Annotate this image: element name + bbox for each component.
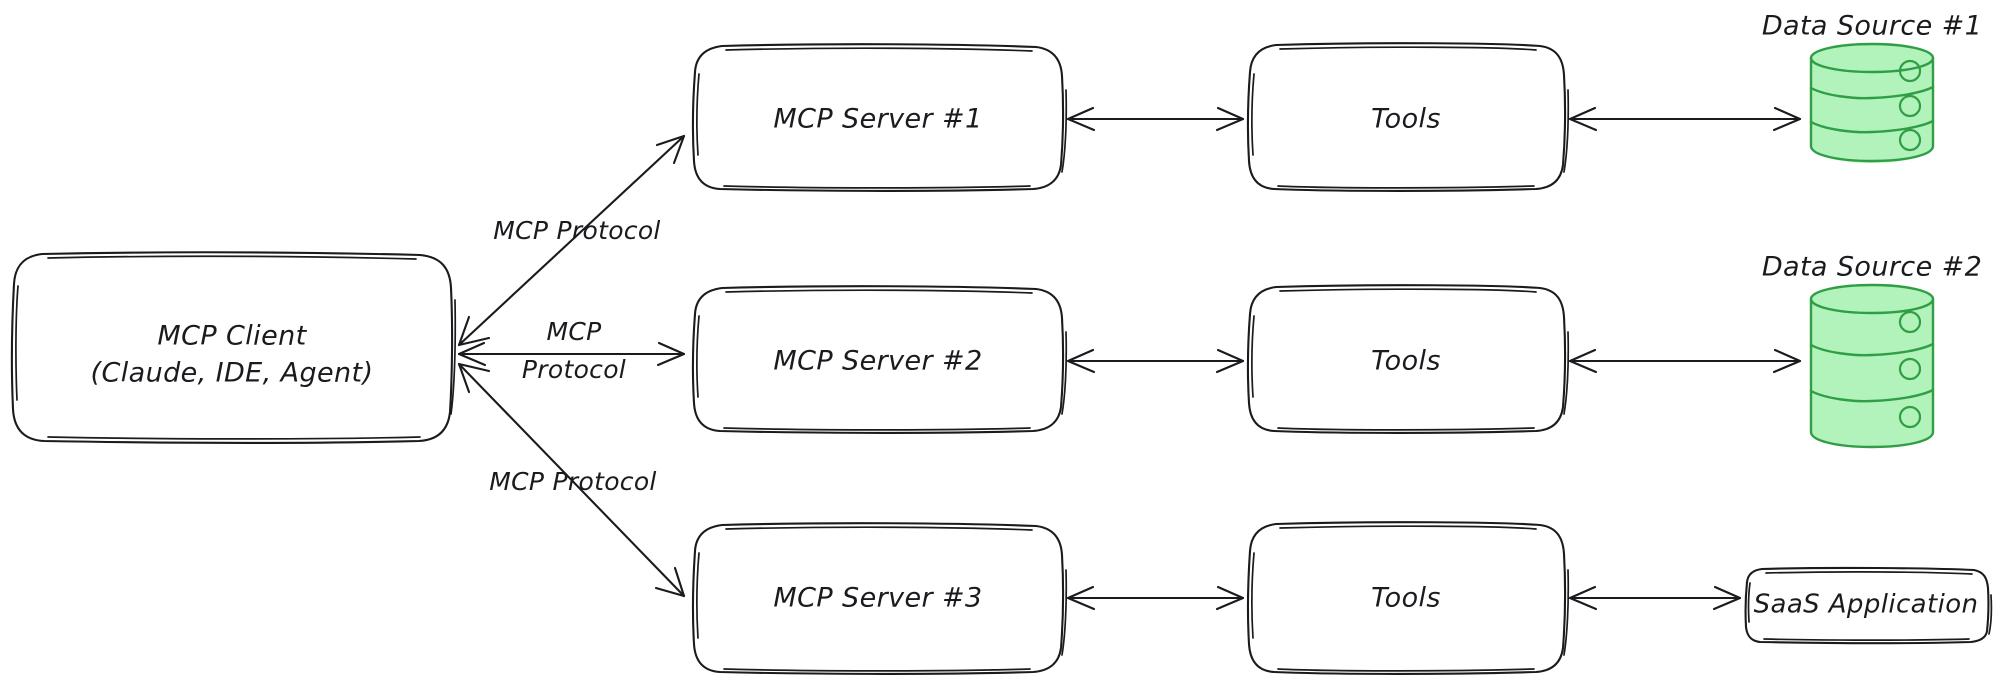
saas-application-shape-overstroke xyxy=(1747,571,1993,642)
data-source-1-outline-left xyxy=(1809,56,1935,163)
arrow-tools2-datasource2 xyxy=(1568,348,1802,374)
tools-1-shape xyxy=(1246,42,1567,192)
arrow-client-server2 xyxy=(457,341,686,367)
tools-3-shape-overstroke xyxy=(1251,525,1570,672)
arrow-tools1-datasource1 xyxy=(1568,106,1802,132)
data-source-2-dot-1 xyxy=(1898,310,1922,334)
mcp-client-shape xyxy=(10,251,454,444)
data-source-2-outline-side xyxy=(1809,297,1935,449)
tools-2-shape-overstroke xyxy=(1251,288,1570,431)
node-mcp-client[interactable]: MCP Client (Claude, IDE, Agent) xyxy=(10,251,457,444)
data-source-1-dot-2 xyxy=(1898,94,1922,118)
data-source-2-title: Data Source #2 xyxy=(1762,252,1982,283)
arrow-server3-tools3 xyxy=(1066,585,1245,611)
arrow-server2-tools2 xyxy=(1066,348,1245,374)
mcp-client-shape-overstroke xyxy=(15,255,457,440)
node-saas-application[interactable]: SaaS Application xyxy=(1744,566,1993,645)
saas-application-shape xyxy=(1744,566,1990,645)
saas-application-label: SaaS Application xyxy=(1754,590,1979,620)
node-tools-2[interactable]: Tools xyxy=(1246,284,1570,434)
node-tools-1[interactable]: Tools xyxy=(1246,42,1570,192)
arrow-client-server3 xyxy=(457,362,686,598)
node-tools-3[interactable]: Tools xyxy=(1246,521,1570,675)
edge-label-protocol-3: MCP Protocol xyxy=(489,467,656,496)
data-source-2-top xyxy=(1811,285,1933,313)
tools-1-label: Tools xyxy=(1371,104,1441,135)
tools-1-shape-overstroke xyxy=(1251,46,1570,189)
data-source-1-ring-1 xyxy=(1809,85,1935,100)
node-mcp-server-2[interactable]: MCP Server #2 xyxy=(691,285,1068,434)
mcp-server-1-shape-overstroke xyxy=(696,47,1068,189)
data-source-1-dot-3 xyxy=(1898,128,1922,152)
data-source-1-dot-1 xyxy=(1898,59,1922,83)
mcp-client-label-line1: MCP Client xyxy=(157,321,307,352)
tools-3-label: Tools xyxy=(1371,583,1441,614)
arrow-server1-tools1 xyxy=(1066,106,1245,132)
arrow-client-server1 xyxy=(457,134,686,347)
data-source-2-ring-2 xyxy=(1809,388,1935,403)
edge-label-protocol-1: MCP Protocol xyxy=(493,216,660,245)
edge-label-protocol-2-line2: Protocol xyxy=(522,355,626,384)
mcp-server-2-shape-overstroke xyxy=(696,289,1068,431)
node-data-source-2[interactable]: Data Source #2 xyxy=(1762,252,1982,449)
mcp-server-3-label: MCP Server #3 xyxy=(773,583,982,614)
edge-label-protocol-2-line1: MCP xyxy=(546,317,602,346)
mcp-server-1-shape xyxy=(691,43,1065,192)
mcp-server-1-label: MCP Server #1 xyxy=(773,104,982,135)
mcp-server-2-label: MCP Server #2 xyxy=(773,346,982,377)
data-source-1-ring-2 xyxy=(1809,119,1935,134)
node-mcp-server-1[interactable]: MCP Server #1 xyxy=(691,43,1068,192)
arrow-tools3-saas xyxy=(1568,585,1742,611)
data-source-1-body xyxy=(1811,58,1933,163)
mcp-server-2-shape xyxy=(691,285,1065,434)
data-source-2-dot-2 xyxy=(1898,357,1922,381)
mcp-client-label-line2: (Claude, IDE, Agent) xyxy=(91,358,374,389)
tools-3-shape xyxy=(1246,521,1567,675)
tools-2-shape xyxy=(1246,284,1567,434)
tools-2-label: Tools xyxy=(1371,346,1441,377)
node-data-source-1[interactable]: Data Source #1 xyxy=(1762,11,1982,164)
data-source-2-dot-3 xyxy=(1898,405,1922,429)
data-source-2-ring-1 xyxy=(1809,342,1935,357)
mcp-server-3-shape-overstroke xyxy=(696,526,1068,672)
node-mcp-server-3[interactable]: MCP Server #3 xyxy=(691,522,1068,675)
mcp-server-3-shape xyxy=(691,522,1065,675)
data-source-1-title: Data Source #1 xyxy=(1762,11,1982,42)
